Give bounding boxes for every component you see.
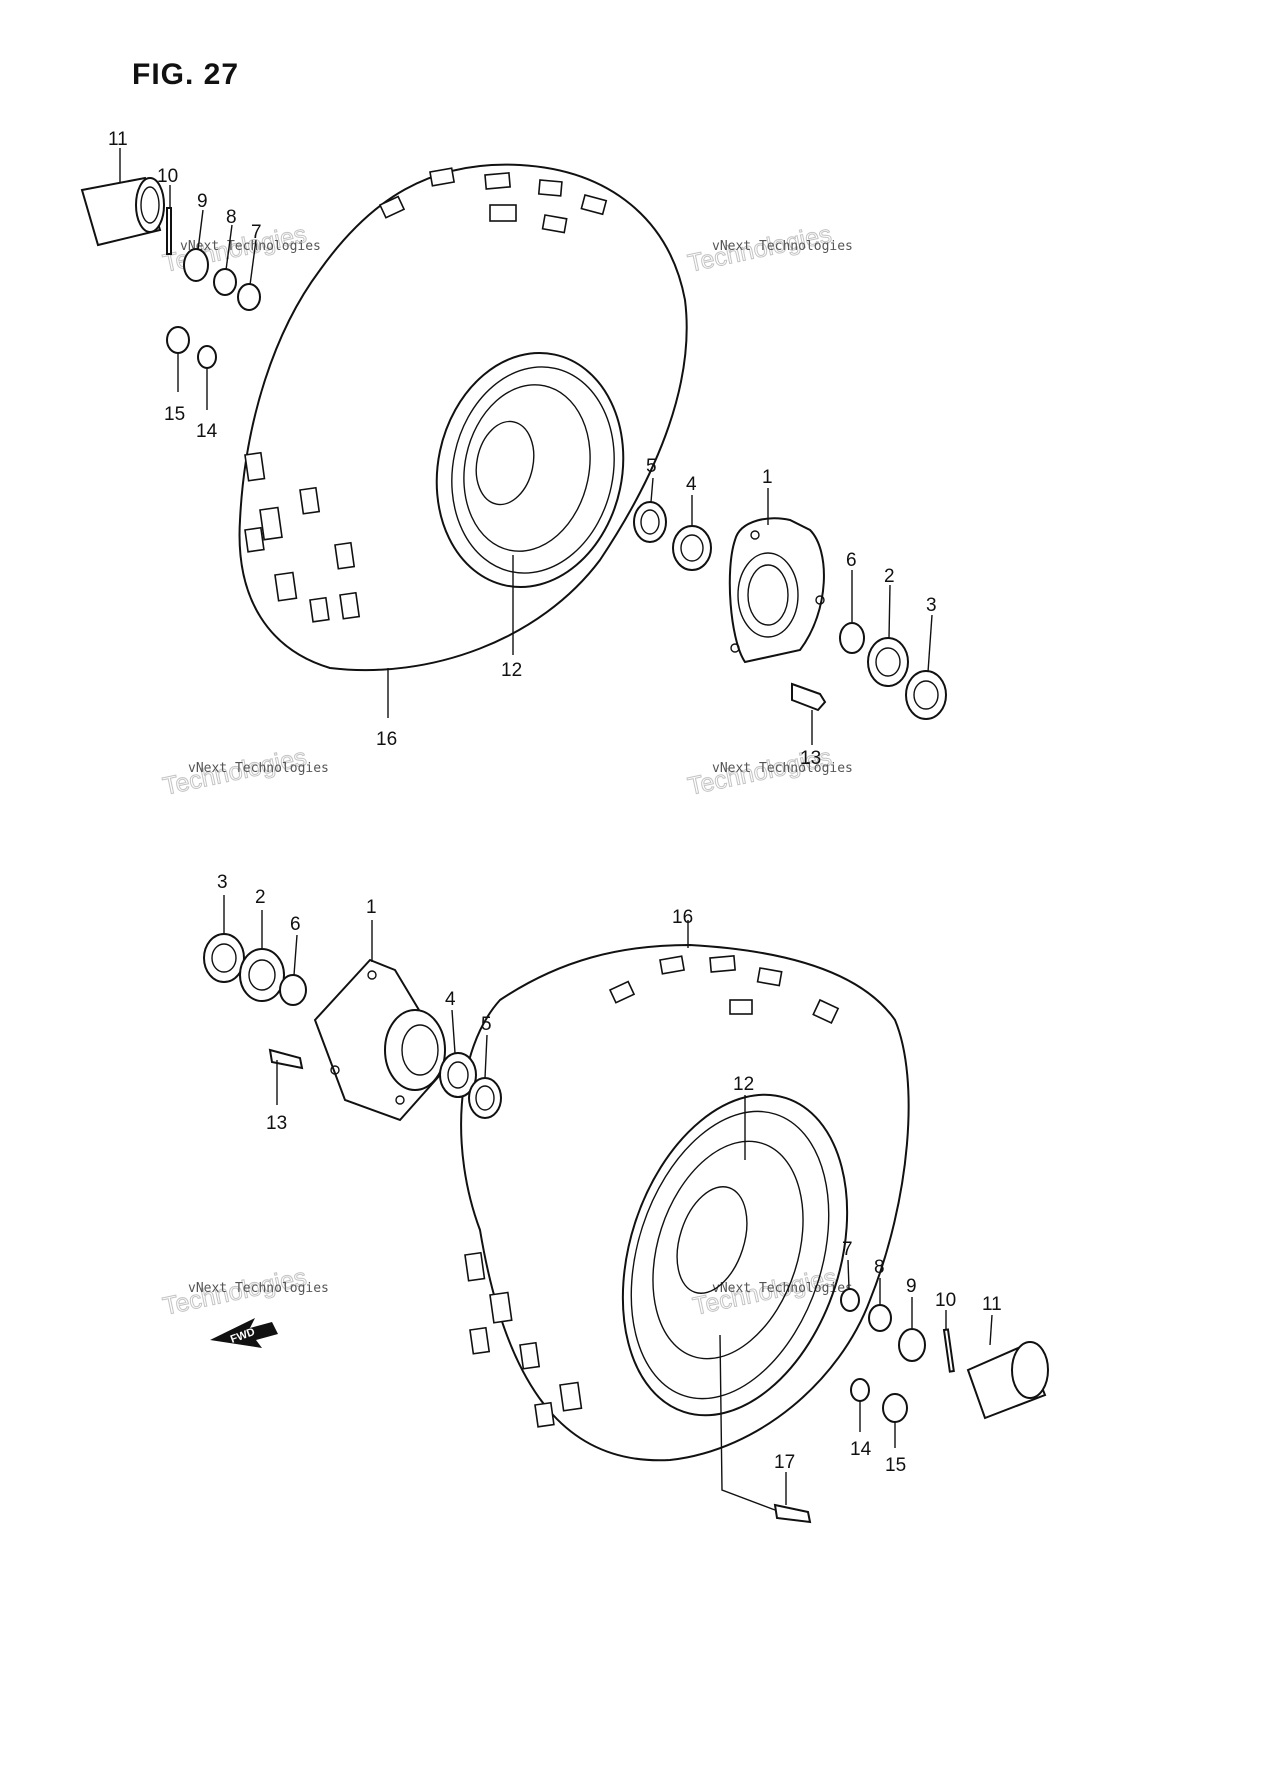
lower-hub-cap — [966, 1341, 1049, 1420]
lower-spacer — [279, 974, 307, 1006]
upper-tire-assembly — [80, 163, 947, 720]
callout-15: 15 — [885, 1455, 906, 1476]
callout-7: 7 — [251, 222, 262, 243]
upper-tire-outline — [238, 163, 688, 672]
callout-9: 9 — [906, 1276, 917, 1297]
callout-13: 13 — [800, 748, 821, 769]
lower-rim-dish — [652, 1140, 804, 1360]
callout-2: 2 — [884, 566, 895, 587]
svg-text:vNext Technologies: vNext Technologies — [188, 1281, 329, 1296]
upper-wheel-hub — [728, 517, 825, 664]
watermark-lower-right: Technologies vNext Technologies — [690, 1263, 853, 1322]
upper-cotter-pin — [166, 207, 172, 255]
upper-hub-cap — [80, 176, 165, 247]
callout-5: 5 — [481, 1014, 492, 1035]
callout-3: 3 — [926, 595, 937, 616]
callout-6: 6 — [846, 550, 857, 571]
upper-tread-blocks — [244, 167, 608, 623]
callout-1: 1 — [762, 467, 773, 488]
lower-spacer-2 — [840, 1288, 860, 1312]
callout-1: 1 — [366, 897, 377, 918]
callout-9: 9 — [197, 191, 208, 212]
upper-castle-nut — [183, 248, 209, 282]
callout-17: 17 — [774, 1452, 795, 1473]
upper-nut — [166, 326, 190, 354]
upper-rim-outer — [435, 352, 625, 588]
watermark-mid-right: Technologies vNext Technologies — [685, 743, 853, 802]
callout-11: 11 — [982, 1294, 1002, 1315]
upper-oil-seal — [633, 501, 667, 543]
lower-tire-assembly: FWD — [203, 933, 1049, 1524]
svg-text:vNext Technologies: vNext Technologies — [180, 239, 321, 254]
upper-rim-center — [475, 420, 535, 506]
lower-nut — [882, 1393, 908, 1423]
upper-bearing-outer — [867, 637, 909, 687]
upper-spacer-2 — [839, 622, 865, 654]
svg-text:vNext Technologies: vNext Technologies — [712, 761, 853, 776]
lower-wheel-hub — [313, 958, 446, 1122]
callout-16: 16 — [376, 729, 397, 750]
lower-oil-seal-inner — [468, 1077, 502, 1119]
lower-rim-center — [676, 1186, 748, 1294]
callout-10: 10 — [157, 166, 178, 187]
lower-valve-stem — [773, 1503, 812, 1524]
upper-leader-lines — [119, 148, 933, 745]
callout-2: 2 — [255, 887, 266, 908]
lower-bolt — [268, 1048, 304, 1070]
callout-15: 15 — [164, 404, 185, 425]
upper-callouts: 11 10 9 8 7 15 14 5 4 1 6 2 3 12 16 13 — [108, 129, 937, 769]
upper-spacer — [237, 283, 261, 311]
lower-bearing-inner — [439, 1052, 477, 1098]
upper-washer — [213, 268, 237, 296]
callout-5: 5 — [646, 456, 657, 477]
figure-title: FIG. 27 — [132, 58, 240, 91]
callout-8: 8 — [874, 1257, 885, 1278]
svg-text:vNext Technologies: vNext Technologies — [188, 761, 329, 776]
callout-12: 12 — [733, 1074, 754, 1095]
lower-oil-seal — [203, 933, 245, 983]
callout-4: 4 — [686, 474, 697, 495]
upper-oil-seal-outer — [905, 670, 947, 720]
callout-6: 6 — [290, 914, 301, 935]
upper-rim-dish — [463, 384, 591, 552]
callout-3: 3 — [217, 872, 228, 893]
lower-lock-washer — [850, 1378, 870, 1402]
upper-bearing-inner — [672, 525, 712, 571]
lower-bearing-outer — [239, 948, 285, 1002]
lower-castle-nut — [898, 1328, 926, 1362]
watermark-upper-right: Technologies vNext Technologies — [685, 220, 853, 279]
lower-tire-outline — [460, 943, 910, 1462]
callout-14: 14 — [196, 421, 218, 442]
upper-bolt — [791, 682, 827, 712]
lower-callouts: 3 2 6 1 4 5 13 16 12 7 8 9 10 11 14 15 1… — [217, 872, 1002, 1476]
forward-direction-arrow: FWD — [210, 1318, 278, 1348]
callout-12: 12 — [501, 660, 522, 681]
watermark-mid-left: Technologies vNext Technologies — [160, 743, 329, 802]
lower-rim-inner — [630, 1110, 830, 1400]
watermark-lower-left: Technologies vNext Technologies — [160, 1263, 329, 1322]
lower-tread-blocks — [464, 955, 840, 1428]
svg-text:vNext Technologies: vNext Technologies — [712, 239, 853, 254]
callout-13: 13 — [266, 1113, 287, 1134]
callout-16: 16 — [672, 907, 693, 928]
callout-7: 7 — [842, 1239, 853, 1260]
upper-lock-washer — [197, 345, 217, 369]
lower-cotter-pin — [942, 1328, 955, 1373]
lower-rim-outer — [621, 1093, 849, 1417]
callout-10: 10 — [935, 1290, 956, 1311]
callout-11: 11 — [108, 129, 128, 150]
callout-8: 8 — [226, 207, 237, 228]
lower-washer — [868, 1304, 892, 1332]
callout-14: 14 — [850, 1439, 872, 1460]
upper-rim-inner — [451, 366, 615, 574]
callout-4: 4 — [445, 989, 456, 1010]
lower-leader-lines — [223, 895, 993, 1511]
